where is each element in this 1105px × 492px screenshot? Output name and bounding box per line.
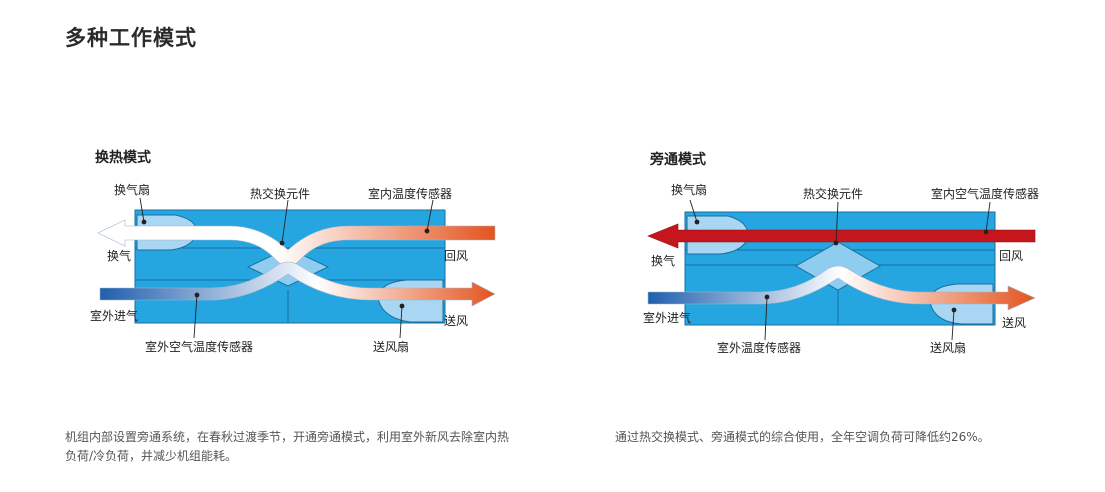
label-exhaust-fan: 换气扇 bbox=[671, 182, 707, 197]
label-outdoor-temp-sensor: 室外温度传感器 bbox=[717, 340, 801, 355]
leader-lines bbox=[139, 197, 434, 339]
bypass-exhaust-airflow-arrow bbox=[647, 223, 1036, 249]
return-to-exhaust-airflow-arrow bbox=[97, 219, 496, 267]
mode-title: 换热模式 bbox=[95, 149, 151, 166]
label-return-air: 回风 bbox=[444, 249, 468, 263]
label-exhaust-air: 换气 bbox=[107, 248, 131, 263]
bypass-mode-diagram: 旁通模式 bbox=[640, 140, 1070, 360]
label-fresh-air-in: 室外进气 bbox=[643, 310, 691, 325]
label-return-air: 回风 bbox=[999, 249, 1023, 263]
label-supply-fan: 送风扇 bbox=[373, 339, 409, 354]
page-title: 多种工作模式 bbox=[65, 26, 197, 50]
bypass-mode-description: 通过热交换模式、旁通模式的综合使用，全年空调负荷可降低约26%。 bbox=[615, 430, 990, 444]
heat-exchange-mode-description: 机组内部设置旁通系统，在春秋过渡季节，开通旁通模式，利用室外新风去除室内热负荷/… bbox=[65, 430, 510, 463]
label-supply-fan: 送风扇 bbox=[930, 340, 966, 355]
label-supply-air: 送风 bbox=[1002, 315, 1026, 330]
leader-lines bbox=[689, 199, 991, 341]
label-exhaust-air: 换气 bbox=[651, 253, 675, 268]
fresh-to-supply-airflow-arrow bbox=[647, 265, 1036, 311]
mode-title: 旁通模式 bbox=[649, 151, 706, 168]
label-indoor-temp-sensor: 室内空气温度传感器 bbox=[931, 186, 1039, 201]
label-heat-exchanger: 热交换元件 bbox=[803, 186, 863, 201]
label-exhaust-fan: 换气扇 bbox=[114, 182, 150, 197]
heat-exchange-mode-diagram: 换热模式 bbox=[90, 140, 520, 360]
label-supply-air: 送风 bbox=[444, 313, 468, 328]
label-fresh-air-in: 室外进气 bbox=[90, 308, 138, 323]
label-outdoor-temp-sensor: 室外空气温度传感器 bbox=[145, 339, 253, 354]
sensor-points bbox=[694, 219, 989, 313]
sensor-points bbox=[141, 219, 430, 309]
label-indoor-temp-sensor: 室内温度传感器 bbox=[368, 186, 452, 201]
label-heat-exchanger: 热交换元件 bbox=[250, 186, 310, 201]
